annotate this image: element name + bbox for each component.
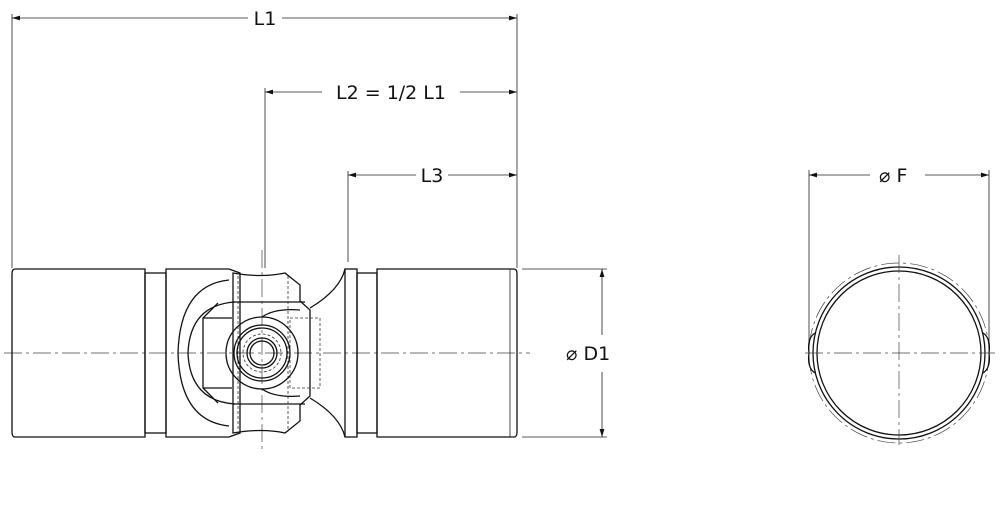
dimension-label-l1: L1 — [254, 8, 277, 30]
right-hub — [376, 268, 518, 438]
dimension-d1: ⌀ D1 — [522, 268, 610, 438]
dimension-label-l3: L3 — [421, 165, 444, 187]
dimension-l3: L3 — [347, 165, 517, 262]
left-yoke — [165, 268, 241, 438]
center-cross — [232, 272, 311, 434]
dimension-label-l2: L2 = 1/2 L1 — [336, 82, 446, 104]
side-view — [4, 250, 530, 450]
dimension-l1: L1 — [11, 8, 518, 268]
dimension-l2: L2 = 1/2 L1 — [264, 82, 517, 268]
end-view — [805, 255, 995, 445]
dimension-f: ⌀ F — [808, 165, 990, 350]
dimension-label-d1: ⌀ D1 — [566, 343, 610, 365]
left-hub — [11, 268, 146, 438]
dimension-label-f: ⌀ F — [879, 165, 907, 187]
